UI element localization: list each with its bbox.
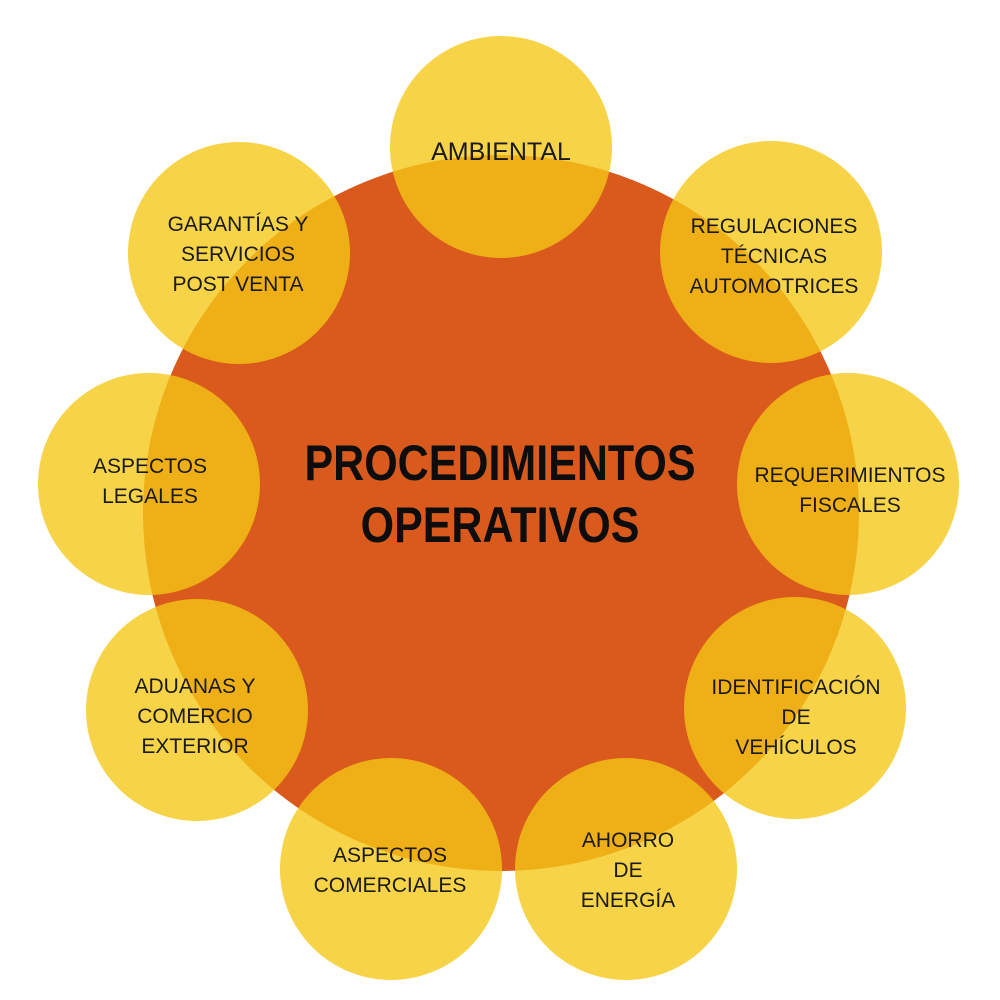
- satellite-garantias[interactable]: [128, 142, 350, 364]
- center-title: PROCEDIMIENTOS OPERATIVOS: [304, 435, 696, 553]
- satellite-comerciales[interactable]: [280, 758, 502, 980]
- satellite-requerimientos[interactable]: [737, 373, 959, 595]
- satellite-ambiental[interactable]: [390, 36, 612, 258]
- satellite-ahorro[interactable]: [515, 758, 737, 980]
- satellite-aduanas[interactable]: [86, 599, 308, 821]
- satellite-regulaciones[interactable]: [660, 141, 882, 363]
- satellite-identificacion[interactable]: [684, 597, 906, 819]
- satellite-legales[interactable]: [38, 373, 260, 595]
